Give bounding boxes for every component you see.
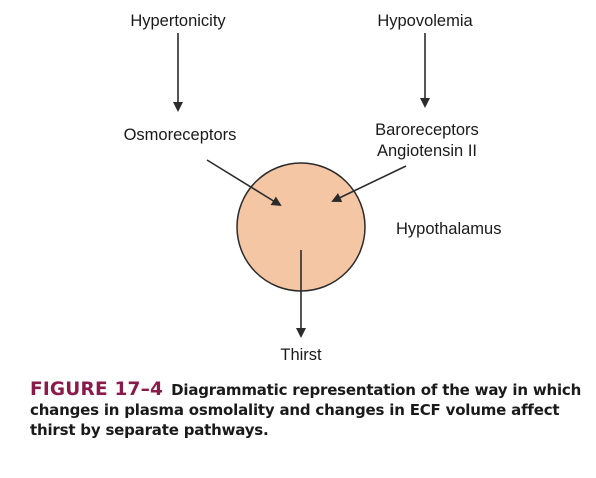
hypertonicity-label: Hypertonicity (130, 12, 226, 30)
thirst-label: Thirst (280, 346, 322, 364)
arrow-osmoreceptors-to-hypothalamus (206, 159, 282, 207)
angiotensin-label: Angiotensin II (377, 142, 477, 160)
caption-text: Diagrammatic representation of the way i… (30, 381, 582, 439)
figure-number: FIGURE 17–4 (30, 379, 164, 400)
hypovolemia-label: Hypovolemia (377, 12, 473, 30)
thirst-pathway-diagram: Hypertonicity Hypovolemia Osmoreceptors … (124, 12, 502, 364)
osmoreceptors-label: Osmoreceptors (124, 126, 237, 144)
baroreceptors-label: Baroreceptors (375, 121, 479, 139)
hypothalamus-label: Hypothalamus (396, 220, 501, 238)
arrow-baroreceptors-to-hypothalamus (331, 165, 407, 203)
